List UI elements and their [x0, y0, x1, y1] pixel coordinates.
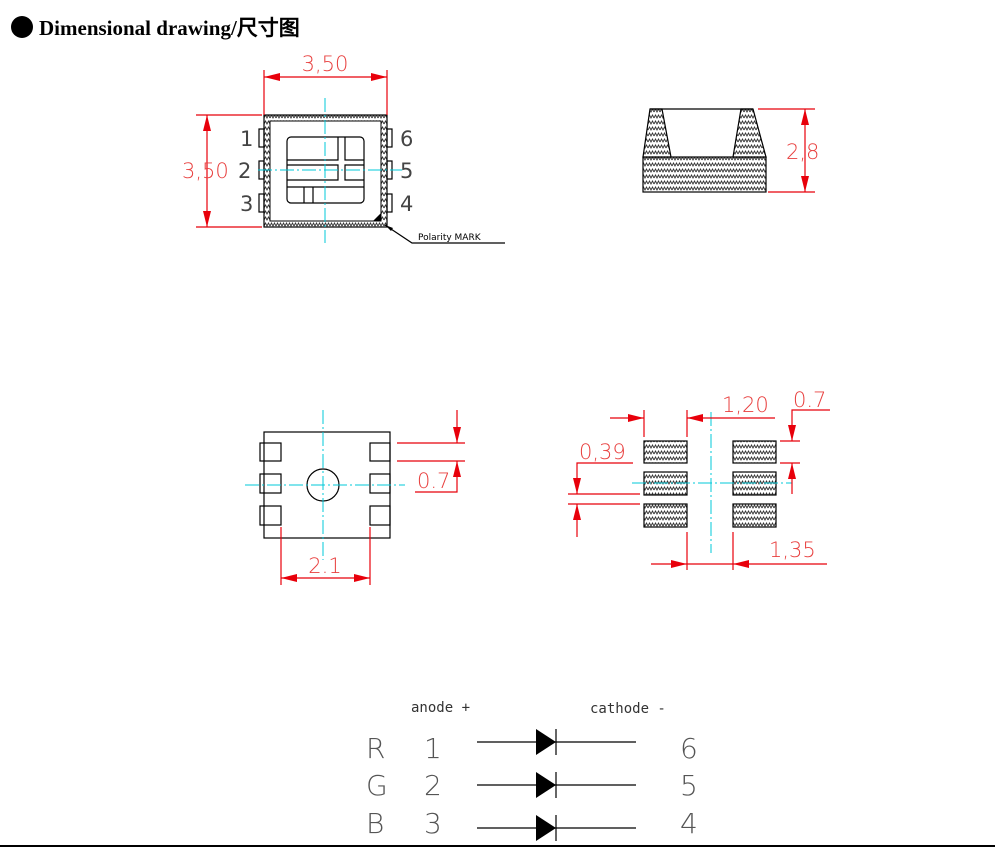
anode-label: anode + — [411, 700, 470, 716]
schematic-row-r: R 1 6 — [366, 729, 698, 765]
pin-label-6: 6 — [400, 127, 413, 151]
pad-height-dimension: 0.7 — [417, 469, 450, 493]
pad-spacing-dimension: 2.1 — [308, 554, 341, 578]
color-label: R — [366, 732, 385, 765]
pin-label-4: 4 — [400, 192, 413, 216]
color-label: B — [366, 807, 384, 840]
pad-width-dimension: 1,20 — [722, 393, 769, 417]
schematic: anode + cathode - R 1 6 G 2 5 B 3 4 — [366, 700, 698, 841]
pin-label-1: 1 — [240, 127, 253, 151]
cathode-pin: 5 — [680, 769, 698, 802]
side-height-dimension: 2,8 — [786, 140, 819, 164]
top-view: 1 2 3 6 5 4 3,50 3,50 Polarity MARK — [182, 52, 505, 244]
schematic-row-b: B 3 4 — [366, 807, 698, 841]
width-dimension: 3,50 — [302, 52, 349, 76]
diode-icon — [536, 772, 556, 798]
cathode-pin: 6 — [680, 732, 698, 765]
diode-icon — [536, 815, 556, 841]
bottom-view: 2.1 0.7 — [245, 410, 465, 585]
cathode-pin: 4 — [680, 807, 698, 840]
polarity-mark-label: Polarity MARK — [418, 233, 482, 243]
pin-label-2: 2 — [238, 159, 251, 183]
height-dimension: 3,50 — [182, 159, 229, 183]
side-view: 2,8 — [642, 108, 819, 193]
footprint-view: 1,20 0.7 0,39 1,35 — [568, 388, 830, 570]
cathode-label: cathode - — [590, 701, 666, 717]
anode-pin: 1 — [424, 732, 442, 765]
pin-label-5: 5 — [400, 159, 413, 183]
diode-icon — [536, 729, 556, 755]
pin-label-3: 3 — [240, 192, 253, 216]
section-title: Dimensional drawing/尺寸图 — [39, 16, 300, 40]
pad-gap-dimension: 0,39 — [579, 440, 626, 464]
footprint-pad-height-dimension: 0.7 — [793, 388, 826, 412]
anode-pin: 3 — [424, 807, 442, 840]
bullet-icon — [11, 16, 33, 38]
anode-pin: 2 — [424, 769, 442, 802]
schematic-row-g: G 2 5 — [366, 769, 698, 802]
color-label: G — [366, 769, 388, 802]
inner-gap-dimension: 1,35 — [769, 538, 816, 562]
